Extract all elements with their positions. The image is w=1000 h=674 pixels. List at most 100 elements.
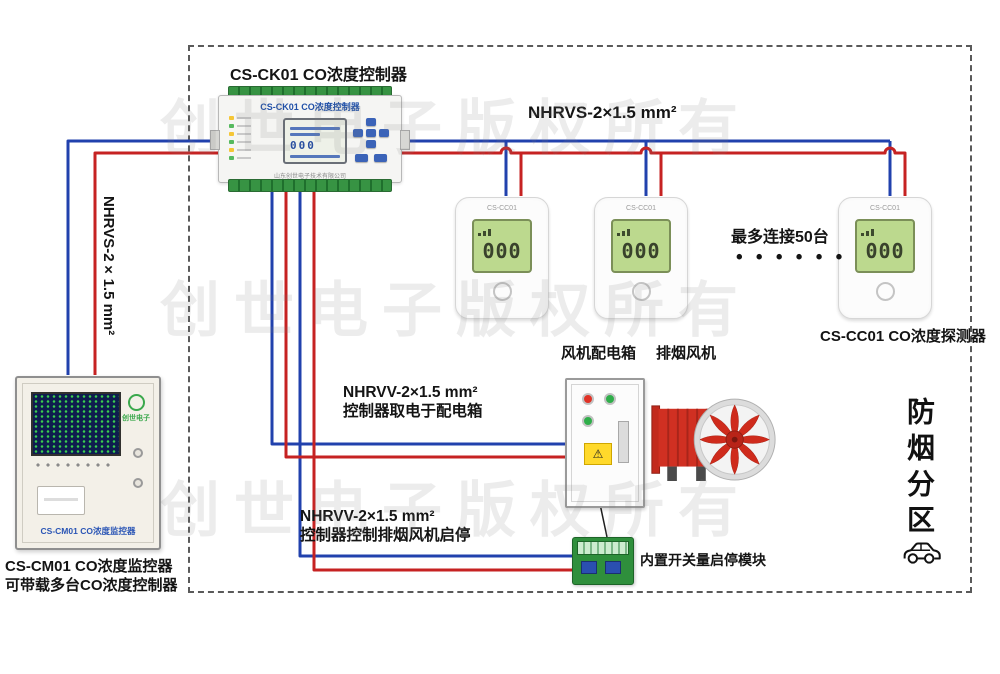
power-wire-label: NHRVV-2×1.5 mm² 控制器取电于配电箱 xyxy=(343,383,483,422)
controller-caption: CS-CK01 CO浓度控制器 xyxy=(230,67,407,84)
detector-model-label: CS-CC01 xyxy=(870,205,900,212)
function-key-2[interactable] xyxy=(374,154,387,162)
right-key[interactable] xyxy=(379,129,389,137)
controller-body: CS-CK01 CO浓度控制器 000 xyxy=(218,95,402,183)
keypad xyxy=(351,118,393,168)
green-button[interactable] xyxy=(582,415,594,427)
lcd-text-bar xyxy=(290,155,340,158)
left-bus-wire-label: NHRVS-2×1.5 mm² xyxy=(100,196,117,336)
warning-sticker-icon: ⚠ xyxy=(584,443,612,465)
wire-module-blue xyxy=(298,190,572,558)
relay-chip-icon xyxy=(581,561,597,574)
module-caption: 内置开关量启停模块 xyxy=(640,552,766,568)
led-icon xyxy=(229,116,234,120)
buzzer-icon xyxy=(133,448,143,458)
button-row[interactable] xyxy=(33,462,115,468)
brand-name-label: 创世电子 xyxy=(122,415,150,422)
controller-lcd-value: 000 xyxy=(290,139,316,152)
wire-left-blue xyxy=(66,139,218,375)
manufacturer-label: 山东创世电子技术有限公司 xyxy=(273,174,346,180)
up-key[interactable] xyxy=(366,118,376,126)
lcd-status-icons xyxy=(613,221,669,236)
detector-lcd: 000 xyxy=(472,219,532,273)
controller-lcd: 000 xyxy=(283,118,347,164)
green-indicator-light xyxy=(604,393,616,405)
co-controller-device: CS-CK01 CO浓度控制器 000 xyxy=(210,86,410,192)
mounting-ear-left xyxy=(210,130,220,150)
status-led-column xyxy=(229,116,251,164)
box-door: ⚠ xyxy=(571,384,639,502)
lcd-text-bar xyxy=(290,127,340,130)
function-key-1[interactable] xyxy=(355,154,368,162)
monitor-caption-line2: 可带载多台CO浓度控制器 xyxy=(5,576,178,594)
brand-logo-icon xyxy=(492,282,512,301)
fan-caption: 排烟风机 xyxy=(656,345,717,362)
dist-box-caption: 风机配电箱 xyxy=(561,345,637,362)
fan-power-box: ⚠ xyxy=(565,378,645,508)
lcd-text-bar xyxy=(290,133,320,136)
lcd-status-icons xyxy=(474,221,530,236)
car-icon xyxy=(903,542,941,564)
left-key[interactable] xyxy=(353,129,363,137)
led-caption-bar xyxy=(237,141,251,143)
led-icon xyxy=(229,148,234,152)
wire-left-red xyxy=(93,151,218,375)
terminal-strip-bottom-icon xyxy=(228,179,392,192)
co-detector-1: CS-CC01 000 xyxy=(455,197,549,319)
smoke-zone-dashed-border xyxy=(188,45,972,593)
led-caption-bar xyxy=(237,125,251,127)
monitor-inner-frame: 创世电子 CS-CM01 CO浓度监控器 xyxy=(22,383,154,543)
detector-lcd: 000 xyxy=(855,219,915,273)
wire-power-red xyxy=(284,190,565,459)
red-indicator-light xyxy=(582,393,594,405)
max-connection-note: 最多连接50台 xyxy=(731,229,829,246)
fan-control-wire-label: NHRVV-2×1.5 mm² 控制器控制排烟风机启停 xyxy=(300,507,471,546)
led-caption-bar xyxy=(237,157,251,159)
led-caption-bar xyxy=(237,133,251,135)
detector-model-label: CS-CC01 xyxy=(626,205,656,212)
monitor-caption-line1: CS-CM01 CO浓度监控器 xyxy=(5,558,173,575)
co-detector-2: CS-CC01 000 xyxy=(594,197,688,319)
terminal-block-icon xyxy=(577,541,629,555)
lock-icon xyxy=(133,478,143,488)
power-wire-label-line1: NHRVV-2×1.5 mm² xyxy=(343,384,478,401)
wire-top-bus-red xyxy=(402,146,907,196)
led-icon xyxy=(229,156,234,160)
led-matrix-screen xyxy=(31,392,121,456)
mounting-ear-right xyxy=(400,130,410,150)
led-icon xyxy=(229,140,234,144)
detector-model-label: CS-CC01 xyxy=(487,205,517,212)
panel-slot xyxy=(618,421,629,463)
detector-lcd: 000 xyxy=(611,219,671,273)
lcd-value: 000 xyxy=(865,239,905,263)
monitor-caption: CS-CM01 CO浓度监控器 可带载多台CO浓度控制器 xyxy=(5,558,178,596)
smoke-zone-label: 防烟分区 xyxy=(904,397,935,541)
led-icon xyxy=(229,132,234,136)
ellipsis-dots: • • • • • • xyxy=(736,247,847,268)
monitor-panel-label: CS-CM01 CO浓度监控器 xyxy=(40,526,136,536)
power-wire-label-line2: 控制器取电于配电箱 xyxy=(343,403,483,421)
module-callout-line xyxy=(599,503,608,538)
controller-panel-label: CS-CK01 CO浓度控制器 xyxy=(260,102,360,112)
brand-logo-icon xyxy=(875,282,895,301)
co-monitor-device: 创世电子 CS-CM01 CO浓度监控器 xyxy=(15,376,161,550)
lcd-value: 000 xyxy=(482,239,522,263)
brand-logo-icon xyxy=(127,394,145,411)
lcd-status-icons xyxy=(857,221,913,236)
led-icon xyxy=(229,124,234,128)
brand-logo: 创世电子 xyxy=(121,394,151,423)
top-bus-wire-label: NHRVS-2×1.5 mm² xyxy=(528,103,677,122)
card-slot xyxy=(37,486,85,515)
wire-top-bus-blue xyxy=(402,139,892,196)
down-key[interactable] xyxy=(366,140,376,148)
enter-key[interactable] xyxy=(366,129,376,137)
fan-control-wire-label-line2: 控制器控制排烟风机启停 xyxy=(300,527,471,545)
relay-chip-icon xyxy=(605,561,621,574)
lcd-value: 000 xyxy=(621,239,661,263)
wire-module-red xyxy=(312,190,572,572)
led-caption-bar xyxy=(237,117,251,119)
fan-control-wire-label-line1: NHRVV-2×1.5 mm² xyxy=(300,508,435,525)
wire-power-blue xyxy=(270,190,565,446)
